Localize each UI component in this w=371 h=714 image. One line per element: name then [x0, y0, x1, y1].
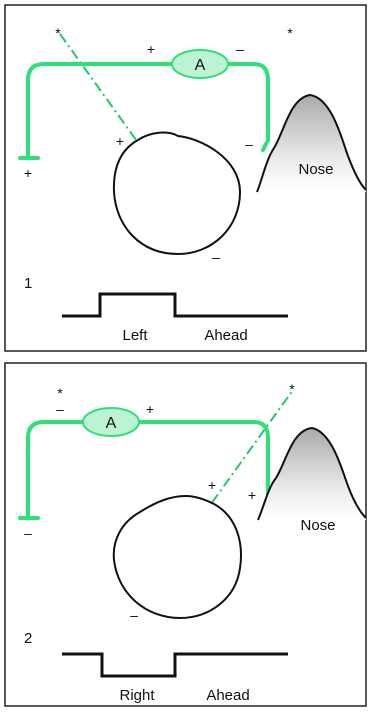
star-mark: *	[287, 25, 293, 41]
meter-minus-sign: –	[236, 41, 244, 57]
nose-electrode	[261, 138, 270, 152]
electrode-minus-sign: –	[24, 525, 32, 541]
trace-label-left: Left	[122, 327, 148, 344]
ammeter	[82, 407, 140, 437]
trace-label-right: Right	[119, 687, 155, 704]
panel-1: A Nose * * + – + – + – 1 Left Ahead	[4, 4, 367, 352]
eyeball	[112, 494, 242, 620]
panel-number: 2	[24, 630, 32, 647]
cornea-plus-sign: +	[116, 133, 124, 149]
ammeter-label: A	[195, 57, 206, 74]
meter-plus-sign: +	[146, 401, 154, 417]
left-wire	[26, 62, 174, 160]
eog-trace	[62, 652, 288, 678]
nose-outline	[256, 93, 367, 193]
left-wire	[26, 420, 86, 520]
nose-label: Nose	[298, 161, 333, 178]
star-mark: *	[289, 381, 295, 397]
ammeter-label: A	[106, 415, 117, 432]
retina-minus-sign: –	[212, 249, 220, 265]
ammeter	[171, 49, 229, 79]
eyeball	[112, 131, 242, 256]
panel-2: A Nose * * – + – + + – 2 Right Ahead	[4, 362, 367, 707]
panel-number: 1	[24, 275, 32, 292]
right-wire	[226, 62, 270, 142]
trace-label-ahead: Ahead	[204, 327, 247, 344]
eog-trace	[62, 292, 288, 318]
trace-label-ahead: Ahead	[206, 687, 249, 704]
meter-plus-sign: +	[147, 41, 155, 57]
right-wire	[136, 420, 270, 512]
nose-shape	[257, 95, 366, 192]
star-mark: *	[57, 385, 63, 401]
star-mark: *	[55, 25, 61, 41]
electrode-minus-sign: –	[245, 136, 253, 152]
cornea-plus-sign: +	[208, 477, 216, 493]
electrode-plus-sign: +	[248, 487, 256, 503]
nose-shape	[258, 428, 366, 520]
electrode-plus-sign: +	[24, 165, 32, 181]
meter-minus-sign: –	[56, 401, 64, 417]
nose-outline	[257, 426, 367, 521]
retina-minus-sign: –	[130, 607, 138, 623]
nose-label: Nose	[300, 517, 335, 534]
